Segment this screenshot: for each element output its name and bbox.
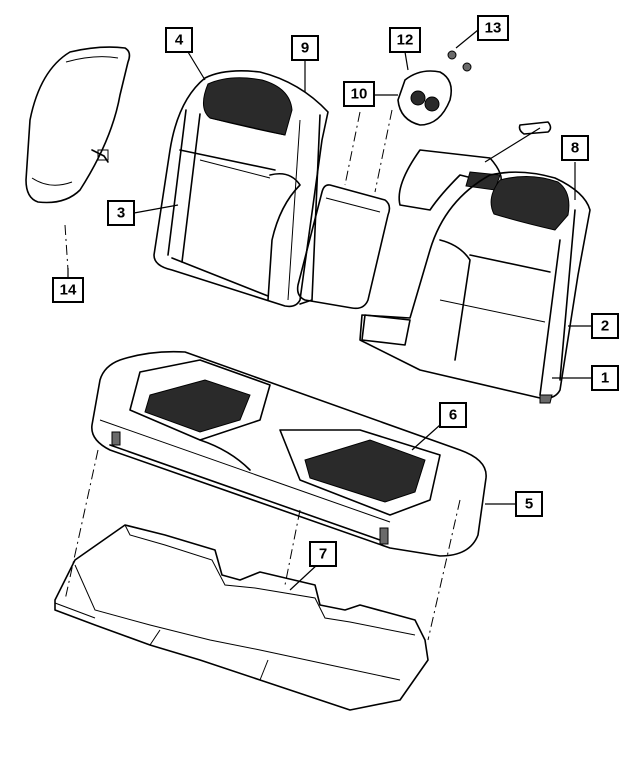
callout-8: 8 [561,135,589,161]
part-left-seat-back [153,70,329,308]
callout-label: 2 [601,318,609,335]
callout-label: 8 [571,140,579,157]
part-latch-strap [518,121,552,135]
callout-6: 6 [439,402,467,428]
callout-label: 6 [449,407,457,424]
callout-label: 14 [60,282,77,299]
callout-12: 12 [389,27,421,53]
part-wire-frame [54,524,429,711]
callout-3: 3 [107,200,135,226]
callout-label: 13 [485,20,502,37]
leader-lines [67,29,592,591]
callout-label: 10 [351,86,368,103]
part-cupholder [397,50,472,126]
callout-5: 5 [515,491,543,517]
part-headrest [25,46,131,204]
callout-4: 4 [165,27,193,53]
callout-7: 7 [309,541,337,567]
callout-label: 7 [319,546,327,563]
part-right-seat-back [359,149,591,404]
callout-10: 10 [343,81,375,107]
callout-label: 5 [525,496,533,513]
callout-label: 4 [175,32,184,49]
callout-label: 1 [601,370,609,387]
callout-label: 9 [301,40,309,57]
callout-14: 14 [52,277,84,303]
part-armrest [296,184,391,310]
callout-label: 3 [117,205,125,222]
callout-9: 9 [291,35,319,61]
callout-1: 1 [591,365,619,391]
callout-2: 2 [591,313,619,339]
callout-13: 13 [477,15,509,41]
part-seat-cushion [91,350,487,557]
alignment-lines [64,109,461,641]
callout-label: 12 [397,32,414,49]
